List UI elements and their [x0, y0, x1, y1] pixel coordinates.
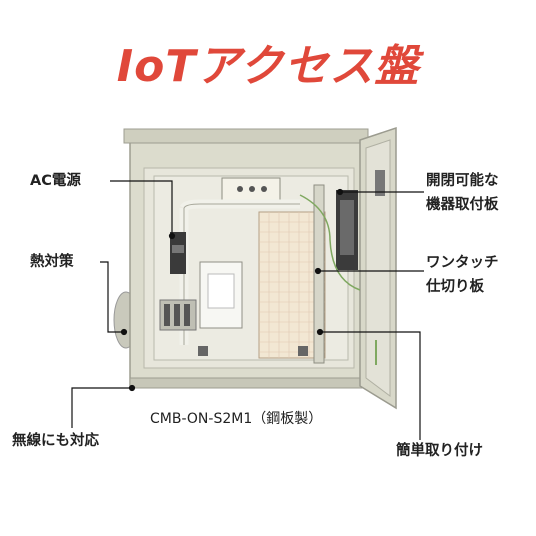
label-one-touch-line1: ワンタッチ — [426, 255, 499, 271]
label-one-touch-line2: 仕切り板 — [426, 279, 484, 295]
label-wireless-support: 無線にも対応 — [12, 433, 99, 449]
cabinet-top-lip — [123, 128, 369, 144]
label-ac-power: AC電源 — [30, 173, 81, 189]
model-caption: CMB-ON-S2M1（鋼板製） — [150, 411, 323, 427]
cabinet-bottom — [129, 377, 363, 389]
label-easy-install: 簡単取り付け — [396, 443, 483, 459]
label-heat-countermeasure: 熱対策 — [30, 254, 74, 270]
label-door-mount-line1: 開閉可能な — [426, 173, 499, 189]
label-door-mount-line2: 機器取付板 — [426, 197, 499, 213]
divider-rail — [313, 184, 325, 364]
page-title: IoTアクセス盤 — [116, 41, 420, 92]
